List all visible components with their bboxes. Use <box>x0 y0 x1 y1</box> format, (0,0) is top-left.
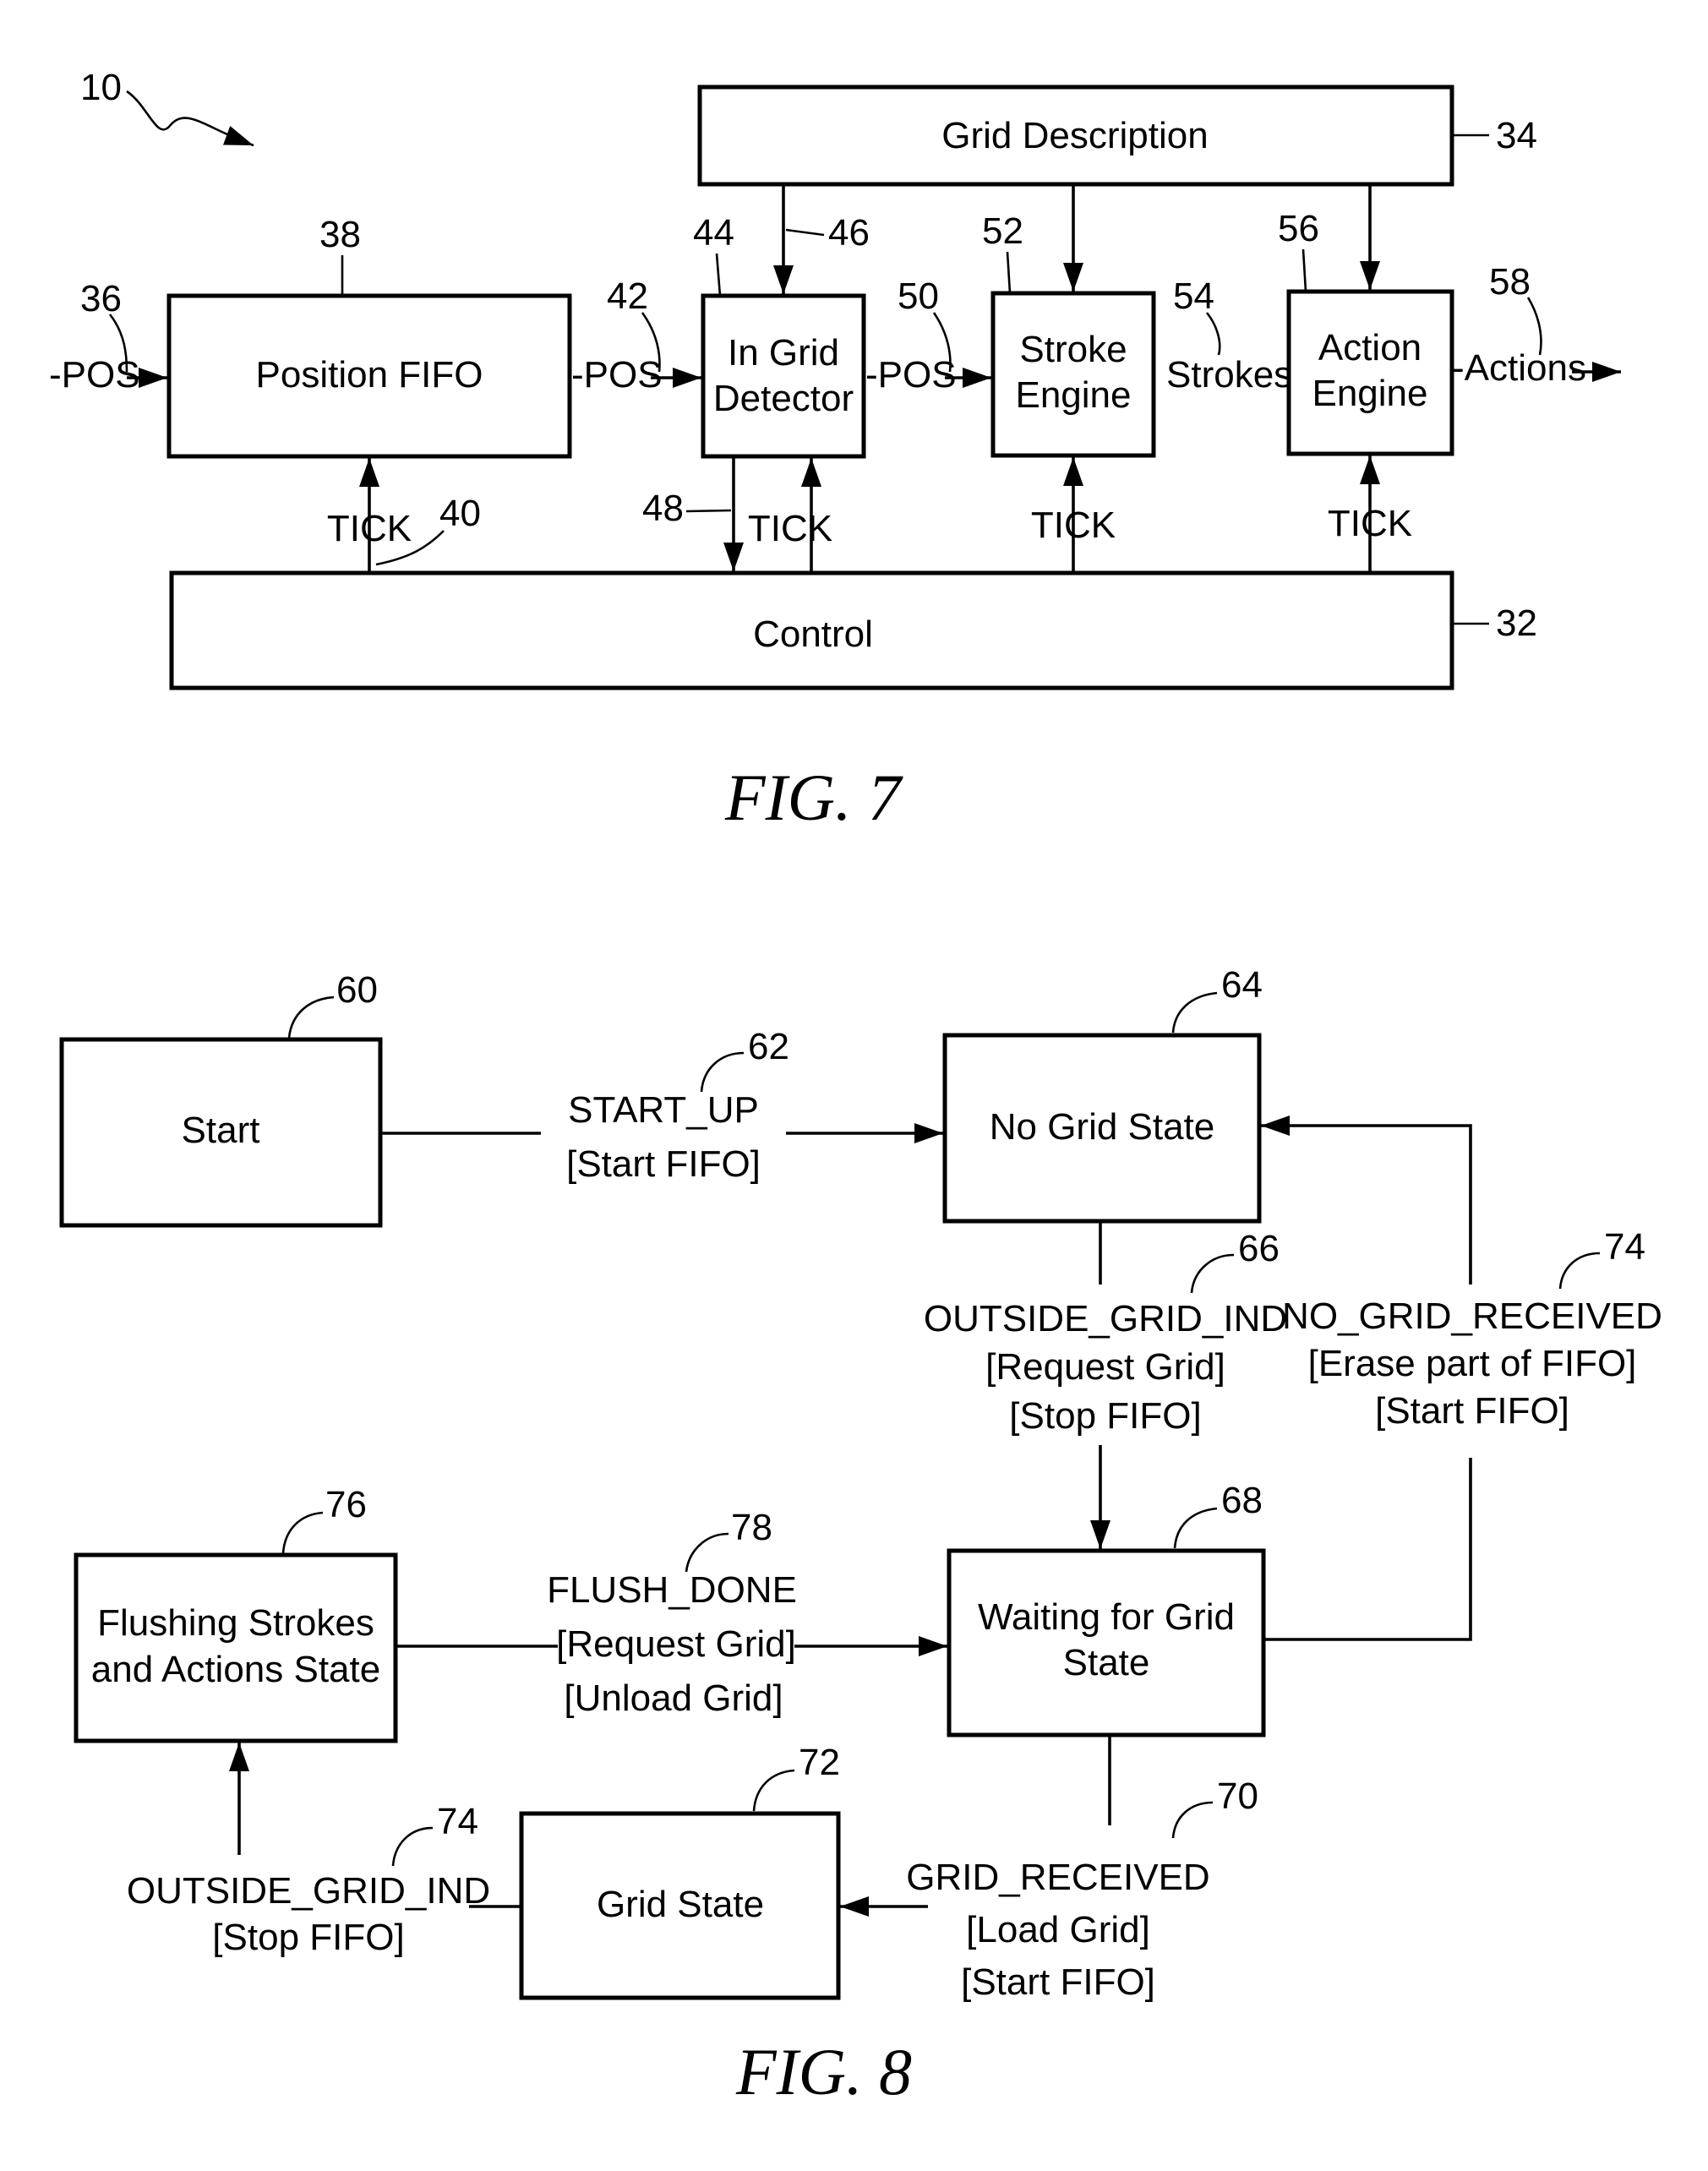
grid-received-label-2: [Load Grid] <box>966 1909 1150 1950</box>
grid-received-label-1: GRID_RECEIVED <box>906 1857 1209 1898</box>
action-engine-label-2: Engine <box>1312 373 1427 414</box>
flush-done-label-1: FLUSH_DONE <box>547 1569 797 1611</box>
stroke-engine-label-1: Stroke <box>1019 329 1127 370</box>
start-up-label-2: [Start FIFO] <box>566 1143 761 1185</box>
ref-detector-out: 48 <box>642 488 684 529</box>
tick-stroke-label: TICK <box>1031 505 1116 546</box>
ref-grid: 72 <box>799 1742 840 1783</box>
ref-no-grid-received: 74 <box>1604 1226 1645 1268</box>
flush-done-label-2: [Request Grid] <box>556 1623 796 1665</box>
ref-grid-received-leader <box>1173 1803 1213 1838</box>
ref-outside-grid-2-leader <box>393 1828 433 1866</box>
fig7-caption: FIG. 7 <box>724 761 903 834</box>
ref-grid-line-leader <box>786 230 824 235</box>
no-grid-received-label-1: NO_GRID_RECEIVED <box>1282 1296 1662 1337</box>
ref-start-leader <box>289 997 334 1038</box>
ref-position-fifo: 38 <box>319 214 361 255</box>
ref-control: 32 <box>1496 603 1537 644</box>
grid-received-label-3: [Start FIFO] <box>961 1961 1155 2003</box>
ref-waiting-leader <box>1175 1508 1217 1548</box>
ref-stroke-engine: 52 <box>982 210 1023 252</box>
no-grid-received-line-a <box>1263 1458 1471 1639</box>
ref-actions-leader <box>1528 297 1541 355</box>
ref-start-up: 62 <box>748 1026 789 1067</box>
pos-a-label: -POS <box>571 354 663 395</box>
no-grid-state-label: No Grid State <box>990 1106 1215 1148</box>
in-grid-detector-label-1: In Grid <box>728 332 839 374</box>
waiting-state-label-1: Waiting for Grid <box>978 1596 1235 1638</box>
ref-strokes: 54 <box>1173 275 1214 317</box>
ref-action-engine-leader <box>1303 249 1306 292</box>
outside-grid-2-label-2: [Stop FIFO] <box>212 1917 404 1958</box>
ref-detector-out-leader <box>686 510 731 511</box>
ref-flushing: 76 <box>325 1484 367 1525</box>
ref-no-grid: 64 <box>1221 964 1263 1006</box>
stroke-engine-label-2: Engine <box>1015 374 1131 416</box>
outside-grid-2-label-1: OUTSIDE_GRID_IND <box>127 1870 490 1912</box>
ref-flush-done-leader <box>686 1534 728 1572</box>
ref-action-engine: 56 <box>1278 208 1319 249</box>
ref-grid-leader <box>754 1770 794 1811</box>
actions-label: -Actions <box>1452 347 1586 389</box>
fig7-block-diagram: 10 Grid Description 34 Position FIFO 38 … <box>49 67 1621 834</box>
ref-strokes-leader <box>1207 313 1220 355</box>
no-grid-received-arrow <box>1261 1126 1471 1285</box>
ref-in-grid-detector-leader <box>717 254 720 296</box>
no-grid-received-label-3: [Start FIFO] <box>1375 1390 1569 1432</box>
ref-start: 60 <box>336 969 378 1011</box>
control-label: Control <box>753 614 873 655</box>
ref-grid-description: 34 <box>1496 115 1537 156</box>
ref-pos-a: 42 <box>607 275 648 317</box>
start-state-label: Start <box>182 1110 260 1151</box>
ref-outside-grid-1: 66 <box>1238 1228 1280 1269</box>
grid-description-label: Grid Description <box>941 115 1208 156</box>
outside-grid-label-2: [Request Grid] <box>985 1346 1225 1388</box>
action-engine-label-1: Action <box>1318 327 1422 368</box>
ref-pos-b: 50 <box>898 275 939 317</box>
ref-in-grid-detector: 44 <box>693 212 734 254</box>
outside-grid-label-3: [Stop FIFO] <box>1009 1395 1201 1437</box>
fig8-caption: FIG. 8 <box>735 2035 912 2108</box>
ref-start-up-leader <box>701 1053 744 1092</box>
no-grid-received-label-2: [Erase part of FIFO] <box>1308 1343 1637 1384</box>
tick-detector-label: TICK <box>748 508 832 549</box>
outside-grid-label-1: OUTSIDE_GRID_IND <box>924 1298 1287 1339</box>
ref-outside-grid-1-leader <box>1192 1255 1234 1293</box>
ref-no-grid-received-leader <box>1560 1253 1600 1289</box>
flush-done-label-3: [Unload Grid] <box>564 1677 783 1719</box>
ref-system-leader <box>127 91 254 145</box>
in-grid-detector-label-2: Detector <box>713 378 854 419</box>
ref-flush-done: 78 <box>731 1507 772 1548</box>
strokes-label: Strokes <box>1166 354 1292 395</box>
ref-no-grid-leader <box>1173 993 1217 1033</box>
grid-state-label: Grid State <box>597 1884 764 1925</box>
ref-outside-grid-2: 74 <box>437 1801 478 1842</box>
ref-system: 10 <box>80 67 122 108</box>
ref-flushing-leader <box>283 1513 323 1553</box>
ref-actions: 58 <box>1489 261 1531 303</box>
ref-waiting: 68 <box>1221 1480 1263 1521</box>
ref-pos-in: 36 <box>80 278 122 319</box>
start-up-label-1: START_UP <box>568 1089 759 1131</box>
pos-b-label: -POS <box>865 354 957 395</box>
flushing-state-label-1: Flushing Strokes <box>97 1602 374 1644</box>
flushing-state-label-2: and Actions State <box>91 1649 380 1690</box>
fig8-state-diagram: Start 60 No Grid State 64 START_UP [Star… <box>62 964 1662 2108</box>
tick-position-fifo-label: TICK <box>327 508 412 549</box>
ref-grid-line: 46 <box>828 212 870 254</box>
ref-stroke-engine-leader <box>1007 252 1010 293</box>
position-fifo-label: Position FIFO <box>256 354 483 395</box>
tick-action-label: TICK <box>1328 503 1412 544</box>
waiting-state-label-2: State <box>1063 1642 1150 1683</box>
ref-tick: 40 <box>439 493 481 534</box>
ref-grid-received: 70 <box>1217 1776 1258 1817</box>
in-grid-detector-block <box>703 296 864 456</box>
flushing-state <box>76 1555 396 1741</box>
